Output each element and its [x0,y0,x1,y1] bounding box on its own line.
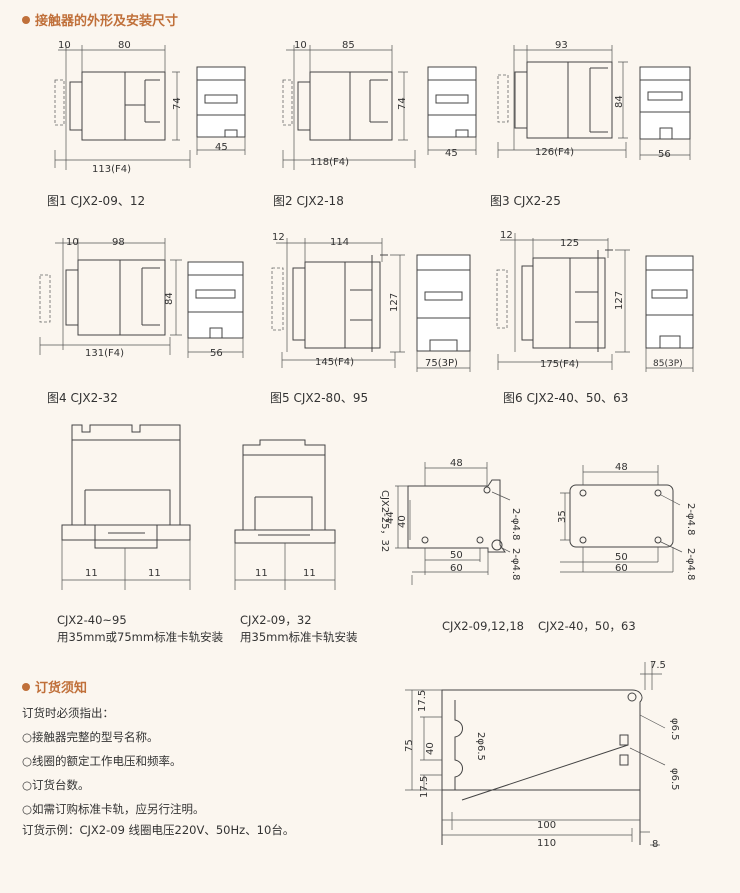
rail-a-note: 用35mm或75mm标准卡轨安装 [57,630,224,644]
plate-b-hole2-label: 2-φ4.8 [685,548,696,580]
plate-a-hole1-label: 2-φ4.8 [510,508,521,540]
fig2-caption: 图2 CJX2-18 [273,194,344,208]
din-v4-dim: 17.5 [419,776,430,798]
order-note-intro: 订货时必须指出： [22,706,114,720]
fig2-width-dim: 85 [342,40,355,51]
din-w2-dim: 110 [537,838,556,849]
fig5-height-dim: 127 [389,293,400,312]
mounting-plate-b-drawing: 48 35 2-φ4.8 2-φ4.8 50 60 [557,462,696,580]
fig3-caption: 图3 CJX2-25 [490,194,561,208]
plate-a-top-dim: 48 [450,458,463,469]
plate-b-top-dim: 48 [615,462,628,473]
order-note-quantity: ○订货台数。 [22,778,90,792]
fig6-depth-dim: 85(3P) [653,359,683,369]
figure-3-drawing: 93 84 56 126(F4) [497,40,691,160]
plate-a-caption: CJX2-09,12,18 [442,619,524,633]
order-note-example: 订货示例：CJX2-09 线圈电压220V、50Hz、10台。 [22,823,295,837]
plate-b-caption: CJX2-40，50，63 [538,619,636,633]
fig6-width-dim: 125 [560,238,579,249]
plate-a-h2-dim: 40 [397,515,408,528]
fig1-total-dim: 113(F4) [92,164,131,175]
rail-b-left-dim: 11 [255,568,268,579]
plate-a-h1-dim: 44 [385,511,396,524]
rail-b-note: 用35mm标准卡轨安装 [240,630,358,644]
fig1-height-dim: 74 [172,97,183,110]
fig2-total-dim: 118(F4) [310,157,349,168]
fig2-height-dim: 74 [397,97,408,110]
order-section-title: 订货须知 [22,677,87,696]
fig5-total-dim: 145(F4) [315,357,354,368]
fig5-top-dim: 12 [272,232,285,243]
rail-a-caption: CJX2-40~95 用35mm或75mm标准卡轨安装 [57,612,223,646]
plate-b-hole1-label: 2-φ4.8 [685,503,696,535]
fig4-depth-dim: 56 [210,348,223,359]
plate-a-side-label: CJX2-25，32 [379,490,390,552]
fig6-top-dim: 12 [500,230,513,241]
fig5-width-dim: 114 [330,237,349,248]
fig4-height-dim: 84 [164,292,175,305]
fig4-total-dim: 131(F4) [85,348,124,359]
plate-b-b1-dim: 50 [615,552,628,563]
rail-b-caption: CJX2-09，32 用35mm标准卡轨安装 [240,612,358,646]
plate-b-b2-dim: 60 [615,563,628,574]
fig6-height-dim: 127 [614,291,625,310]
fig4-caption: 图4 CJX2-32 [47,391,118,405]
din-hole-b-label: φ6.5 [669,768,680,791]
order-note-rail: ○如需订购标准卡轨，应另行注明。 [22,802,205,816]
din-mount-drawing: 7.5 17.5 75 40 17.5 2φ6.5 φ6.5 φ6.5 100 … [404,660,680,850]
fig6-total-dim: 175(F4) [540,359,579,370]
bullet-icon [22,683,30,691]
rail-a-model: CJX2-40~95 [57,613,127,627]
din-v1-dim: 17.5 [417,690,428,712]
din-v2-dim: 75 [404,739,415,752]
order-title-text: 订货须知 [35,681,88,696]
rail-a-right-dim: 11 [148,568,161,579]
order-note-voltage: ○线圈的额定工作电压和频率。 [22,754,182,768]
figure-6-drawing: 12 125 127 85(3P) 175(F4) [496,230,694,372]
fig3-total-dim: 126(F4) [535,147,574,158]
mounting-plate-a-drawing: 48 CJX2-25，32 44 40 2-φ4.8 2-φ4.8 50 60 [379,458,521,585]
fig4-width-dim: 98 [112,237,125,248]
order-note-model: ○接触器完整的型号名称。 [22,730,159,744]
figure-5-drawing: 12 114 127 75(3P) 145(F4) [271,232,471,372]
plate-b-h1-dim: 35 [557,510,568,523]
din-hole-a-label: φ6.5 [669,718,680,741]
outline-section-title: 接触器的外形及安装尺寸 [22,10,178,29]
din-slot-label: 2φ6.5 [475,732,486,761]
rail-mount-a-drawing: 11 11 [61,424,191,590]
fig4-top-dim: 10 [66,237,79,248]
figure-2-drawing: 10 85 74 45 118(F4) [282,40,477,170]
fig1-top-dim: 10 [58,40,71,51]
rail-a-left-dim: 11 [85,568,98,579]
outline-title-text: 接触器的外形及安装尺寸 [35,14,179,29]
plate-a-hole2-label: 2-φ4.8 [510,548,521,580]
fig5-depth-dim: 75(3P) [425,358,458,369]
fig6-caption: 图6 CJX2-40、50、63 [503,391,629,405]
fig1-caption: 图1 CJX2-09、12 [47,194,146,208]
plate-a-b2-dim: 60 [450,563,463,574]
fig3-width-dim: 93 [555,40,568,51]
rail-b-model: CJX2-09，32 [240,613,312,627]
fig3-height-dim: 84 [614,95,625,108]
rail-b-right-dim: 11 [303,568,316,579]
rail-mount-b-drawing: 11 11 [234,439,336,590]
figure-4-drawing: 10 98 84 56 131(F4) [39,237,244,359]
figure-1-drawing: 10 80 74 45 113(F4) [54,40,246,175]
fig1-depth-dim: 45 [215,142,228,153]
plate-a-b1-dim: 50 [450,550,463,561]
din-v3-dim: 40 [425,742,436,755]
fig1-width-dim: 80 [118,40,131,51]
bullet-icon [22,16,30,24]
din-r-dim: 7.5 [650,660,666,671]
fig5-caption: 图5 CJX2-80、95 [270,391,369,405]
fig2-top-dim: 10 [294,40,307,51]
din-off-dim: 8 [652,839,658,850]
din-w1-dim: 100 [537,820,556,831]
fig2-depth-dim: 45 [445,148,458,159]
fig3-depth-dim: 56 [658,149,671,160]
